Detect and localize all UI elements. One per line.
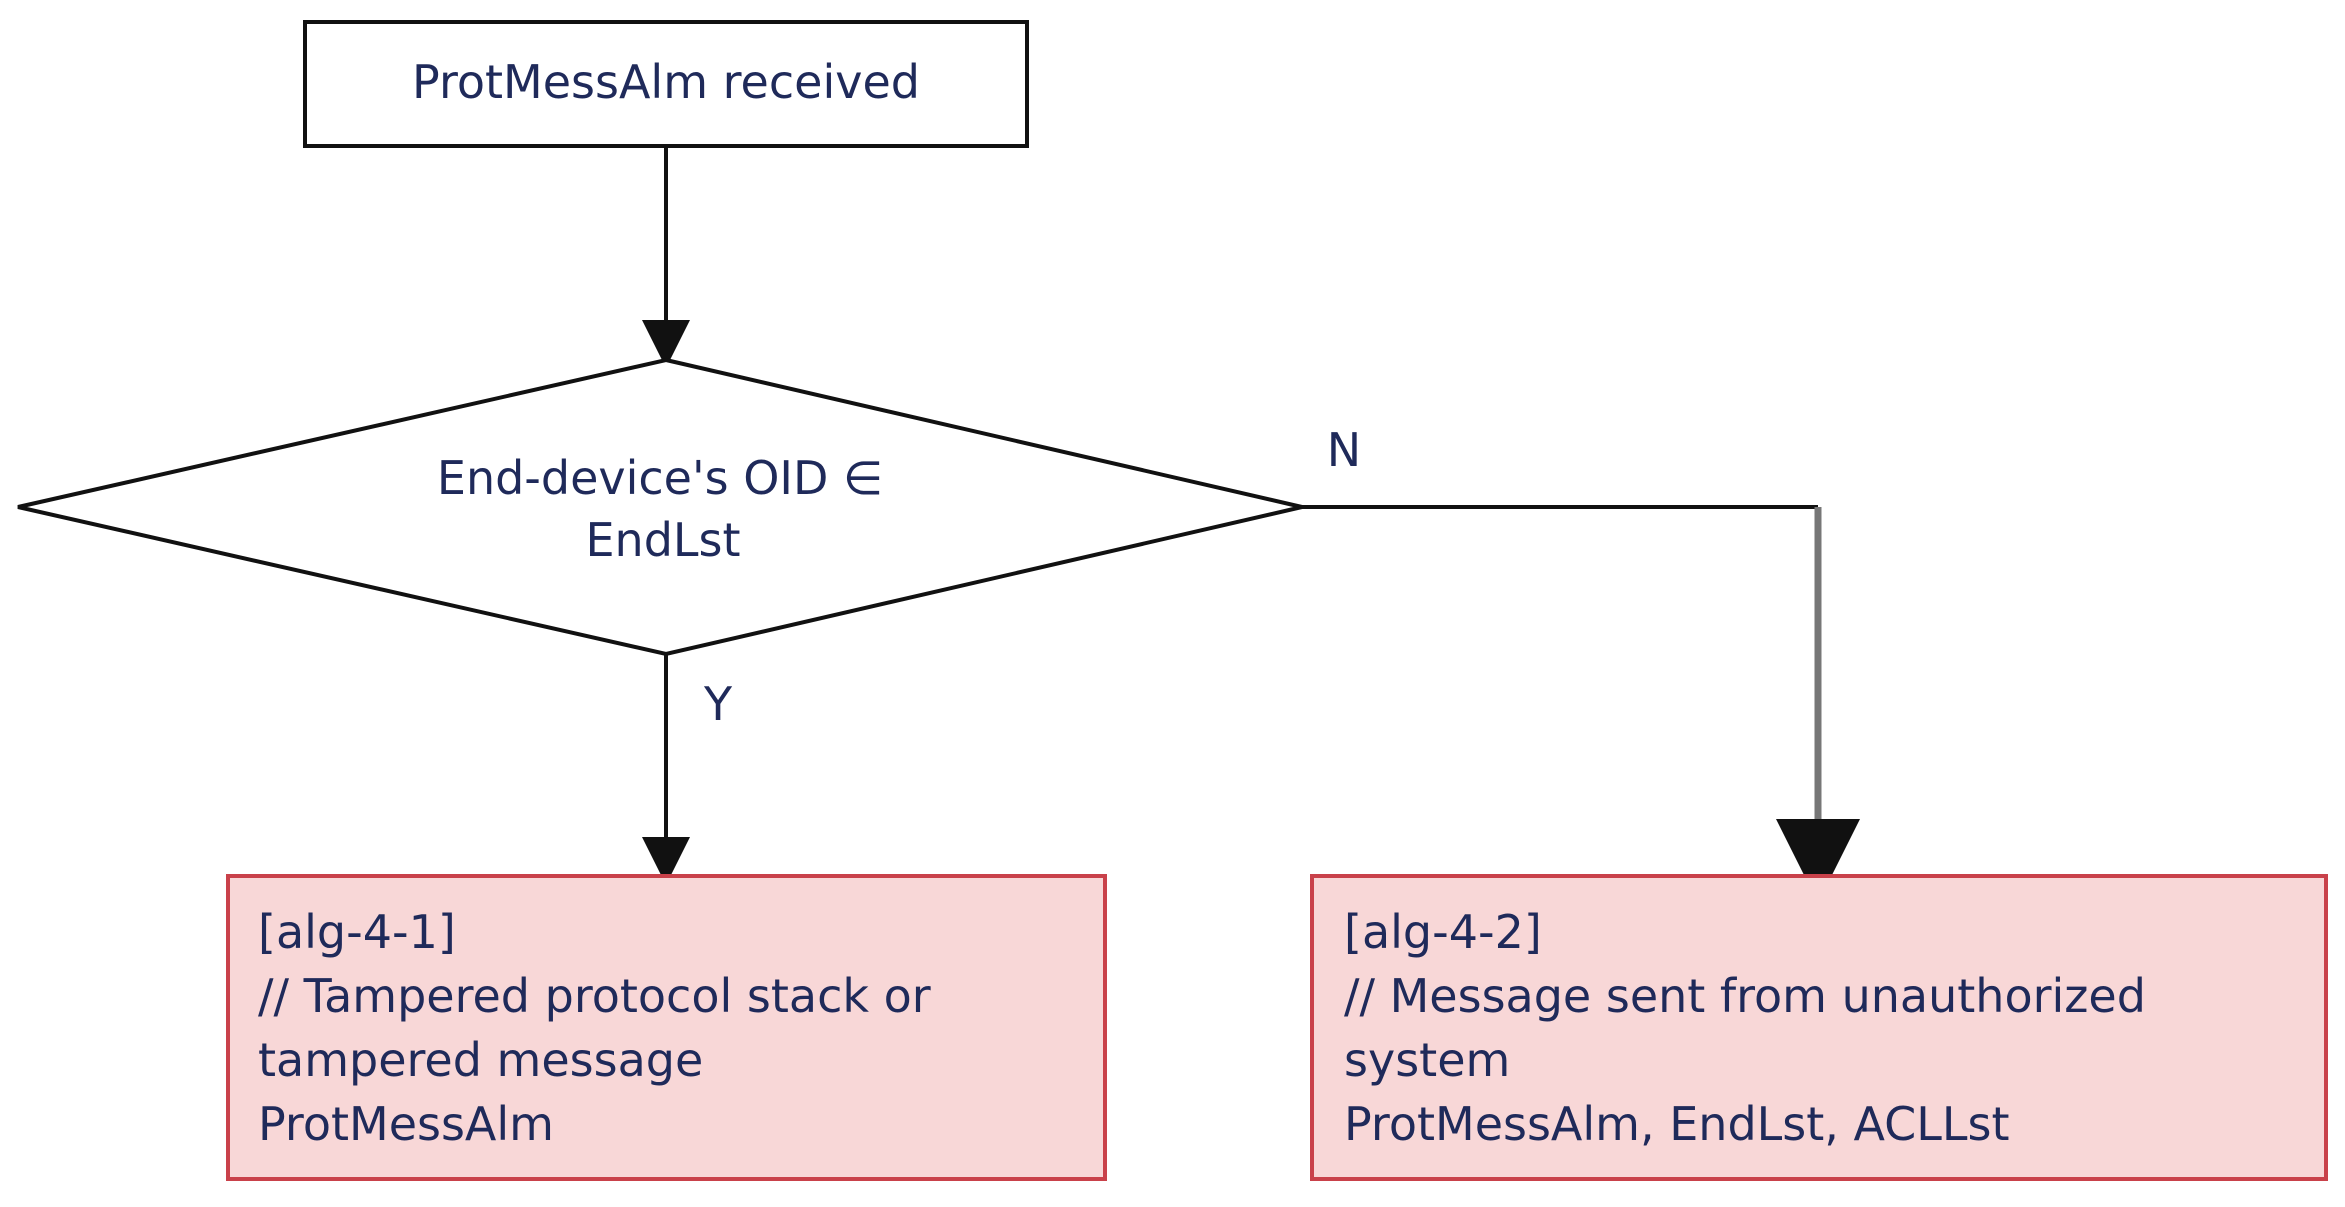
right-action-line-4: ProtMessAlm, EndLst, ACLLst [1344, 1097, 2010, 1151]
decision-diamond [17, 357, 1303, 657]
left-action-line-1: [alg-4-1] [258, 905, 456, 959]
right-action-line-2: // Message sent from unauthorized [1344, 969, 2146, 1023]
left-action-box [226, 874, 1107, 1181]
start-process-text: ProtMessAlm received [412, 55, 920, 109]
decision-line-1: End-device's OID ∈ [437, 451, 883, 505]
left-action-line-3: tampered message [258, 1033, 703, 1087]
start-process-box [303, 20, 1029, 148]
right-action-line-1: [alg-4-2] [1344, 905, 1542, 959]
right-action-box [1310, 874, 2328, 1181]
left-action-line-2: // Tampered protocol stack or [258, 969, 931, 1023]
no-branch-label: N [1327, 423, 1361, 477]
decision-line-2: EndLst [585, 513, 740, 567]
yes-branch-label: Y [703, 677, 733, 731]
right-action-line-3: system [1344, 1033, 1510, 1087]
left-action-line-4: ProtMessAlm [258, 1097, 554, 1151]
